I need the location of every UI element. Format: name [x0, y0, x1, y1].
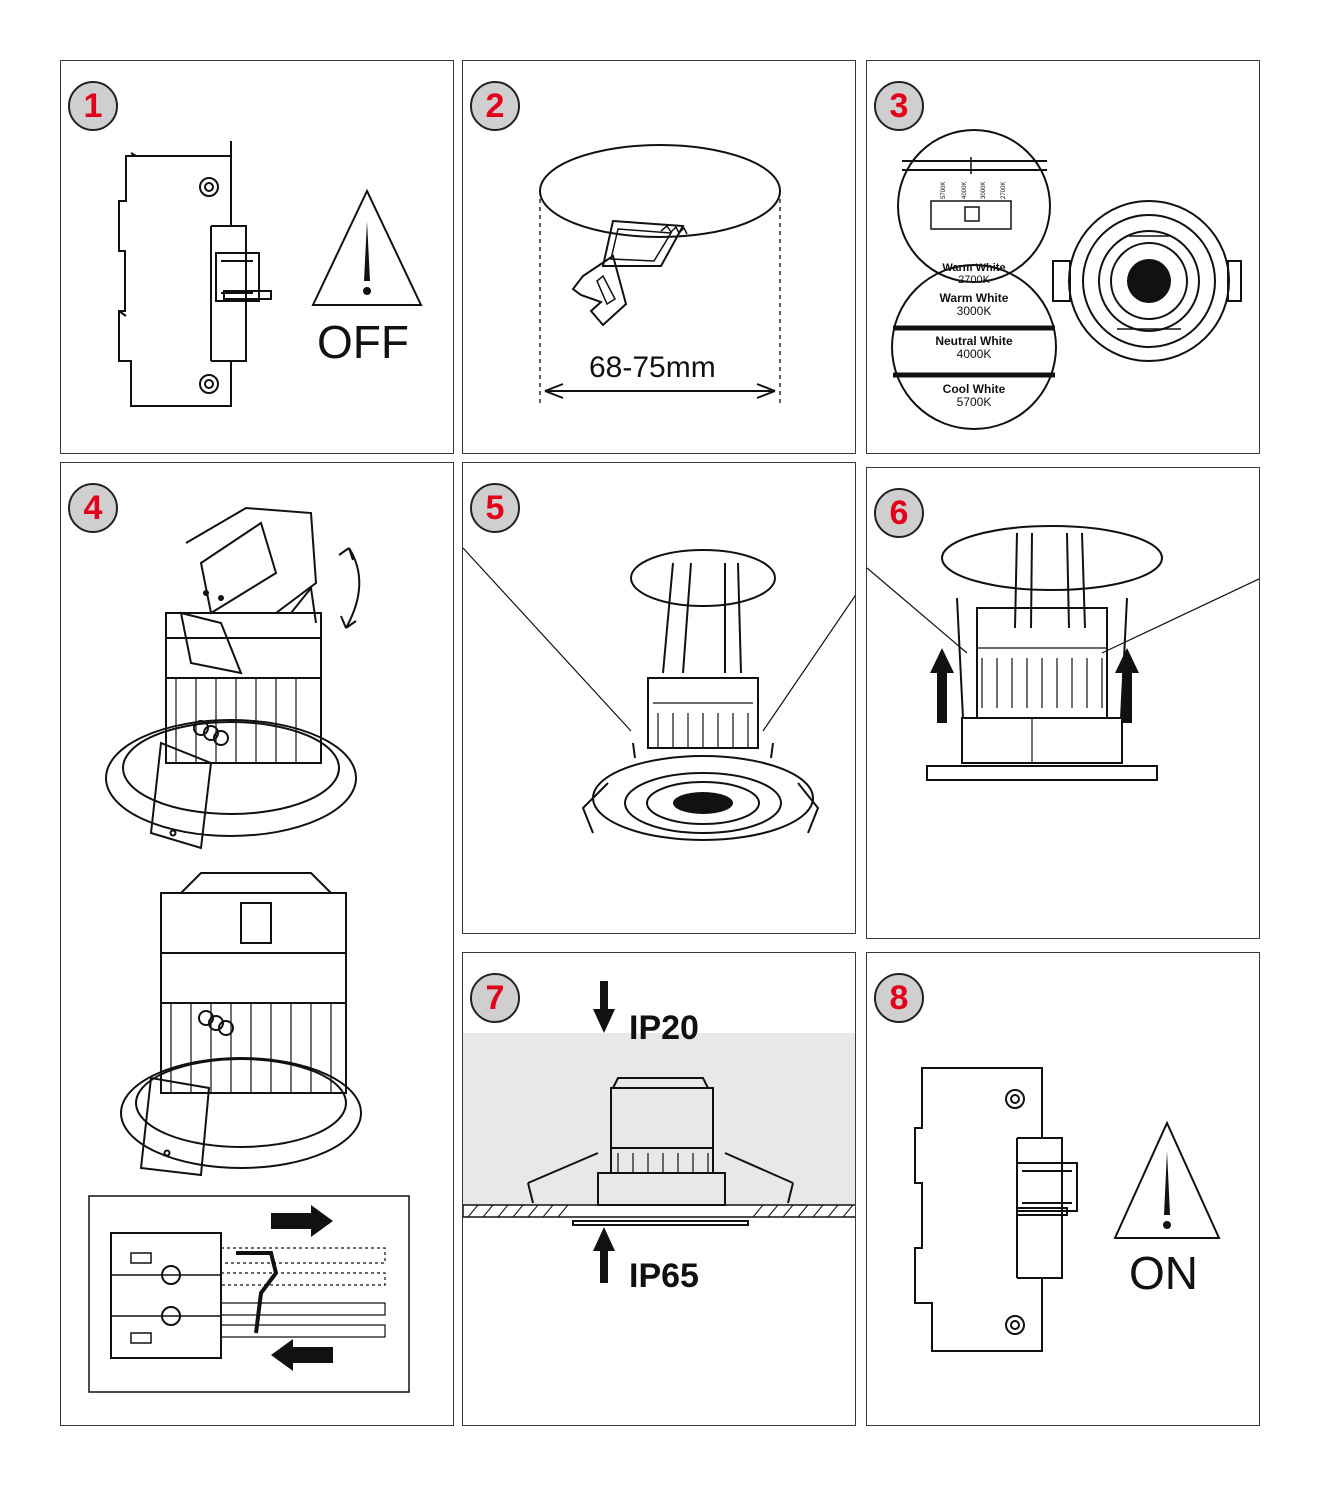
step-6-badge: 6: [874, 488, 924, 538]
step-5-badge: 5: [470, 483, 520, 533]
saw-icon: [571, 219, 688, 327]
step-2-panel: 2 68-75mm: [462, 60, 856, 454]
step-7-badge: 7: [470, 973, 520, 1023]
step-6-number: 6: [889, 494, 909, 532]
step-8-number: 8: [889, 979, 909, 1017]
cct-option-4: Cool White 5700K: [899, 383, 1049, 408]
step-7-number: 7: [485, 979, 505, 1017]
cct-name: Warm White: [939, 291, 1009, 305]
step-4-number: 4: [83, 489, 103, 527]
step-8-badge: 8: [874, 973, 924, 1023]
cct-name: Warm White: [942, 262, 1006, 274]
step-3-panel: 3 5700K 4000K 3000K 2700K Warm White 270…: [866, 60, 1260, 454]
cct-kelvin: 3000K: [956, 303, 992, 318]
cct-name: Neutral White: [935, 334, 1013, 348]
step-8-panel: 8 ON: [866, 952, 1260, 1426]
cct-option-3: Neutral White 4000K: [899, 335, 1049, 360]
step-5-panel: 5: [462, 462, 856, 934]
ip-rating-diagram: [463, 981, 855, 1283]
step-8-caption: ON: [1129, 1247, 1198, 1299]
arrow-up-icon: [593, 1227, 615, 1283]
switch-mark-5700: 5700K: [941, 182, 947, 199]
breaker-icon: [914, 1067, 1078, 1352]
arrow-up-icon: [930, 648, 1139, 723]
step-3-number: 3: [889, 87, 909, 125]
push-up-diagram: [867, 525, 1259, 781]
step-7-rating-top: IP20: [629, 1009, 699, 1047]
switch-mark-2700: 2700K: [1001, 182, 1007, 199]
step-7-rating-bottom: IP65: [629, 1257, 699, 1295]
cct-name: Cool White: [942, 382, 1006, 396]
arrow-down-icon: [593, 981, 615, 1033]
wiring-diagram: [88, 506, 410, 1393]
step-7-panel: 7 IP20 IP65: [462, 952, 856, 1426]
step-1-badge: 1: [68, 81, 118, 131]
step-2-number: 2: [485, 87, 505, 125]
cct-kelvin: 2700K: [958, 273, 990, 286]
step-1-number: 1: [83, 87, 103, 125]
cct-option-1: Warm White 2700K: [899, 262, 1049, 286]
step-6-panel: 6: [866, 467, 1260, 939]
breaker-icon: [118, 141, 272, 407]
step-2-badge: 2: [470, 81, 520, 131]
switch-mark-3000: 3000K: [981, 182, 987, 199]
insert-fitting-diagram: [463, 547, 855, 841]
step-4-badge: 4: [68, 483, 118, 533]
cct-option-2: Warm White 3000K: [899, 292, 1049, 317]
switch-mark-4000: 4000K: [962, 182, 968, 199]
color-switch-diagram: 5700K 4000K 3000K 2700K: [891, 129, 1242, 430]
cct-kelvin: 5700K: [956, 394, 992, 409]
step-5-number: 5: [485, 489, 505, 527]
cct-kelvin: 4000K: [956, 346, 992, 361]
step-2-dimension: 68-75mm: [589, 351, 716, 384]
step-3-badge: 3: [874, 81, 924, 131]
step-4-panel: 4: [60, 462, 454, 1426]
ceiling-cutout-diagram: [539, 144, 781, 406]
step-1-panel: 1 OFF: [60, 60, 454, 454]
step-1-caption: OFF: [317, 316, 409, 368]
